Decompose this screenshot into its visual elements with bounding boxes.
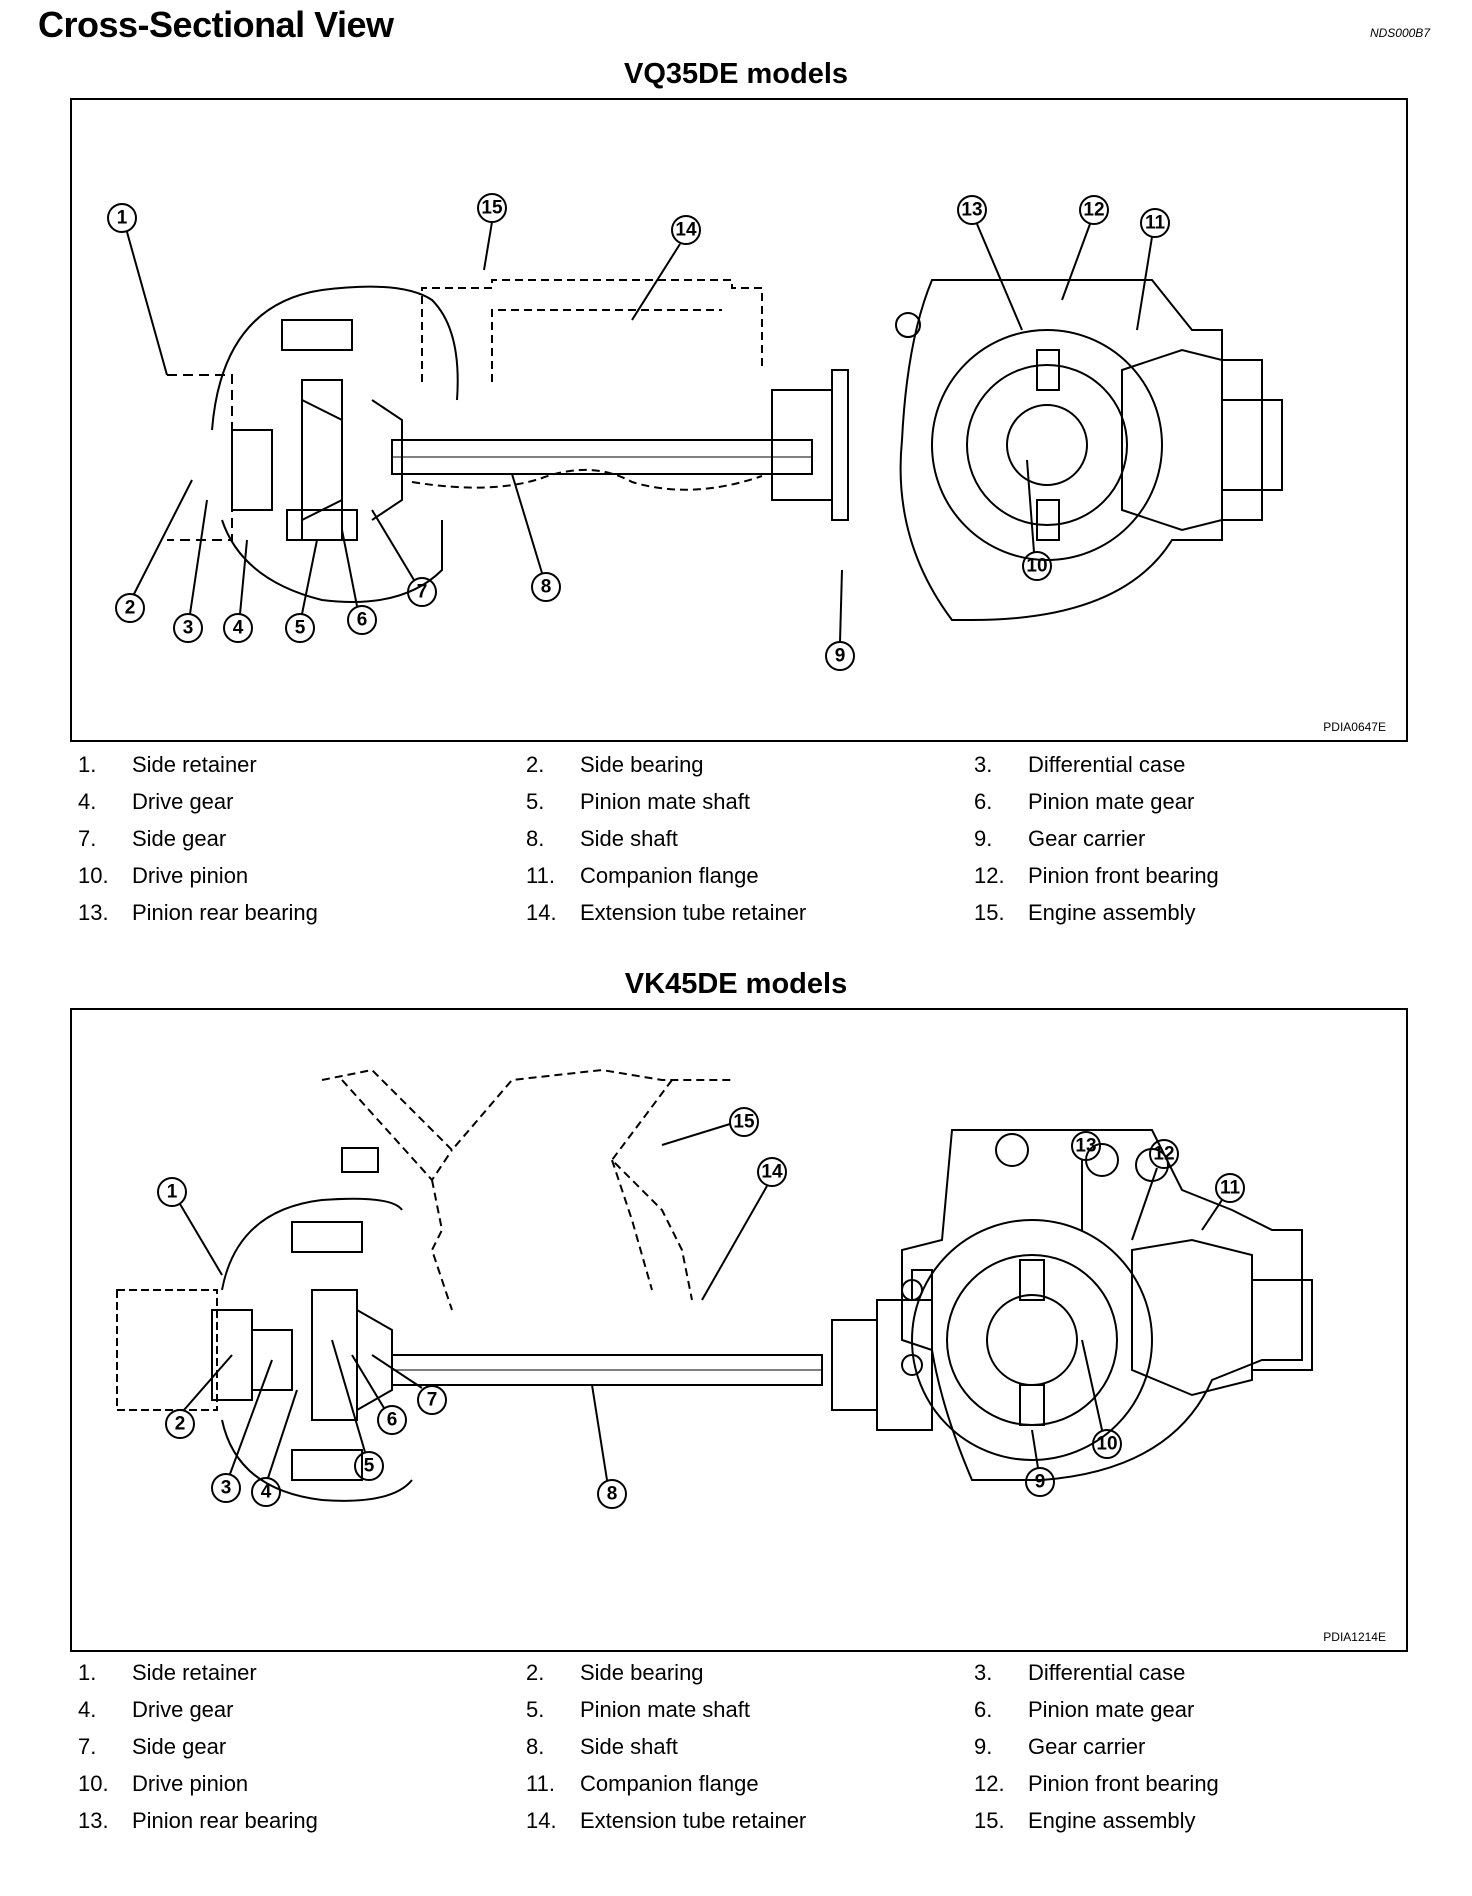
callout-1: 1 [167,1182,178,1203]
legend-item: 12.Pinion front bearing [974,1771,1219,1796]
legend-item: 11.Companion flange [526,1771,759,1796]
legend-item: 15.Engine assembly [974,1808,1196,1833]
figure-vk45de: 1 2 3 4 5 6 7 8 9 10 11 12 13 14 15 PDIA… [70,1008,1408,1652]
figure-vq35de: 1 2 3 4 5 6 7 8 9 10 11 12 13 14 15 PDIA… [70,98,1408,742]
legend-item: 6.Pinion mate gear [974,1697,1195,1722]
callout-10: 10 [1096,1434,1117,1455]
callouts-vk45de [157,1107,1245,1509]
callout-5: 5 [364,1456,375,1477]
legend-item: 8.Side shaft [526,826,678,851]
legend-item: 9.Gear carrier [974,826,1146,851]
legend-item: 10.Drive pinion [78,1771,249,1796]
legend-item: 14.Extension tube retainer [526,1808,807,1833]
legend-item: 4.Drive gear [78,789,234,814]
figure-code-vk45de: PDIA1214E [1323,1630,1386,1644]
legend-item: 6.Pinion mate gear [974,789,1195,814]
legend-item: 1.Side retainer [78,1660,257,1685]
callout-11: 11 [1220,1178,1241,1199]
legend-vk45de: 1.Side retainer 2.Side bearing 3.Differe… [78,1660,1408,1845]
legend-vq35de: 1.Side retainer 2.Side bearing 3.Differe… [78,752,1408,937]
callout-7: 7 [427,1390,438,1411]
callout-12: 12 [1153,1144,1174,1165]
section-title-vk45de: VK45DE models [624,968,848,1000]
callout-6: 6 [387,1410,398,1431]
document-code: NDS000B7 [1369,26,1430,40]
callout-4: 4 [233,618,244,639]
legend-item: 1.Side retainer [78,752,257,777]
callout-14: 14 [675,220,697,241]
cross-section-drawing-vq35de: 1 2 3 4 5 6 7 8 9 10 11 12 13 14 15 [107,193,1283,671]
legend-item: 4.Drive gear [78,1697,234,1722]
legend-item: 15.Engine assembly [974,900,1196,925]
legend-item: 14.Extension tube retainer [526,900,807,925]
callout-11: 11 [1145,213,1166,234]
callout-8: 8 [607,1484,618,1505]
legend-item: 10.Drive pinion [78,863,249,888]
callout-5: 5 [295,618,306,639]
legend-item: 5.Pinion mate shaft [526,789,750,814]
legend-item: 8.Side shaft [526,1734,678,1759]
callout-2: 2 [175,1414,186,1435]
legend-item: 13.Pinion rear bearing [78,900,318,925]
callout-6: 6 [357,610,368,631]
legend-item: 9.Gear carrier [974,1734,1146,1759]
callout-14: 14 [761,1162,783,1183]
callout-13: 13 [1075,1136,1096,1157]
legend-item: 2.Side bearing [526,752,704,777]
callout-4: 4 [261,1482,272,1503]
callout-3: 3 [183,618,194,639]
callout-7: 7 [417,582,428,603]
callout-3: 3 [221,1478,232,1499]
cross-section-drawing-vk45de: 1 2 3 4 5 6 7 8 9 10 11 12 13 14 15 [116,1068,1313,1509]
callout-15: 15 [481,198,503,219]
legend-item: 2.Side bearing [526,1660,704,1685]
figure-code-vq35de: PDIA0647E [1323,720,1386,734]
callout-9: 9 [1035,1472,1046,1493]
legend-item: 13.Pinion rear bearing [78,1808,318,1833]
callout-2: 2 [125,598,136,619]
legend-item: 12.Pinion front bearing [974,863,1219,888]
callouts-vq35de [107,193,1170,671]
page-title: Cross-Sectional View [38,4,394,45]
callout-15: 15 [733,1112,755,1133]
section-title-vq35de: VQ35DE models [623,58,849,90]
callout-9: 9 [835,646,846,667]
legend-item: 5.Pinion mate shaft [526,1697,750,1722]
callout-12: 12 [1083,200,1104,221]
callout-13: 13 [961,200,982,221]
callout-8: 8 [541,577,552,598]
legend-item: 3.Differential case [974,1660,1186,1685]
legend-item: 11.Companion flange [526,863,759,888]
callout-10: 10 [1026,556,1047,577]
legend-item: 7.Side gear [78,826,227,851]
legend-item: 3.Differential case [974,752,1186,777]
legend-item: 7.Side gear [78,1734,227,1759]
callout-1: 1 [117,208,128,229]
